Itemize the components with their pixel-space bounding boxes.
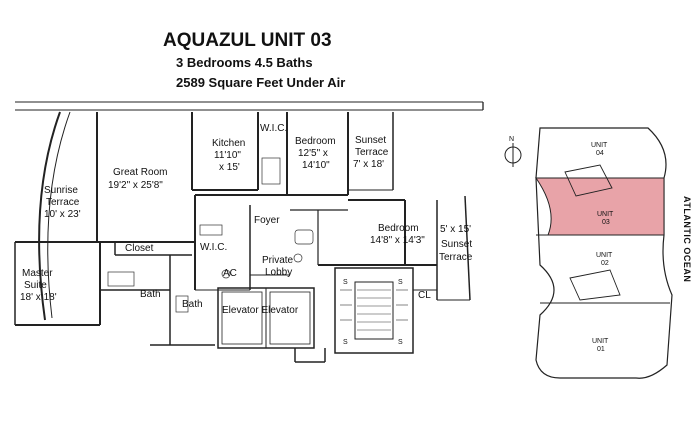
sunset-terrace-1-label: Sunset bbox=[355, 135, 386, 146]
wic-top-label: W.I.C. bbox=[260, 123, 287, 134]
elevator-label: Elevator Elevator bbox=[222, 305, 299, 316]
unit-03-highlight bbox=[535, 177, 665, 236]
unit-02-label: UNIT bbox=[596, 252, 613, 259]
bedroom-2-label: Bedroom bbox=[378, 223, 419, 234]
foyer-label: Foyer bbox=[254, 215, 280, 226]
great-room-size: 19'2" x 25'8" bbox=[108, 180, 163, 191]
sunset-terrace-2-label: Sunset bbox=[441, 239, 472, 250]
cl-label: CL bbox=[418, 290, 431, 301]
unit-03-number: 03 bbox=[602, 219, 610, 226]
sunset-terrace-1-size: 7' x 18' bbox=[353, 159, 384, 170]
north-label: N bbox=[509, 136, 514, 143]
bedroom-1-label: Bedroom bbox=[295, 136, 336, 147]
bedroom-1-size-1: 12'5" x bbox=[298, 148, 328, 159]
key-plan: N UNIT 04 UNIT 03 UNIT 02 UNIT 01 ATLANT… bbox=[504, 127, 692, 379]
bedrooms-baths-text: 3 Bedrooms 4.5 Baths bbox=[176, 55, 313, 70]
page-title: AQUAZUL UNIT 03 bbox=[163, 30, 332, 51]
stair-s-label-4: S bbox=[398, 339, 403, 346]
master-suite-label-2: Suite bbox=[24, 280, 47, 291]
closet-label: Closet bbox=[125, 243, 154, 254]
kitchen-size-2: x 15' bbox=[219, 162, 240, 173]
sunrise-terrace-label: Sunrise bbox=[44, 185, 78, 196]
unit-03-label: UNIT bbox=[597, 211, 614, 218]
bath-1-label: Bath bbox=[140, 289, 161, 300]
bedroom-1-size-2: 14'10" bbox=[302, 160, 330, 171]
unit-02-number: 02 bbox=[601, 260, 609, 267]
unit-04-label: UNIT bbox=[591, 142, 608, 149]
master-suite-label: Master bbox=[22, 268, 53, 279]
great-room-label: Great Room bbox=[113, 167, 167, 178]
stair-s-label-2: S bbox=[398, 279, 403, 286]
stair-s-label-1: S bbox=[343, 279, 348, 286]
sunrise-terrace-size: 10' x 23' bbox=[44, 209, 81, 220]
unit-01-label: UNIT bbox=[592, 338, 609, 345]
wic-mid-label: W.I.C. bbox=[200, 242, 227, 253]
unit-01-number: 01 bbox=[597, 346, 605, 353]
private-lobby-label: Private bbox=[262, 255, 294, 266]
unit-04-number: 04 bbox=[596, 150, 604, 157]
kitchen-label: Kitchen bbox=[212, 138, 245, 149]
bedroom-2-size: 14'8" x 14'3" bbox=[370, 235, 425, 246]
bath-2-label: Bath bbox=[182, 299, 203, 310]
master-suite-size: 18' x 18' bbox=[20, 292, 57, 303]
ac-label: AC bbox=[223, 268, 237, 279]
private-lobby-label-2: Lobby bbox=[265, 267, 292, 278]
sunrise-terrace-label-2: Terrace bbox=[46, 197, 80, 208]
sunset-terrace-1-label-2: Terrace bbox=[355, 147, 389, 158]
kitchen-size-1: 11'10" bbox=[214, 150, 241, 161]
square-feet-text: 2589 Square Feet Under Air bbox=[176, 75, 346, 90]
stair-treads bbox=[340, 289, 408, 331]
bath-fixtures bbox=[107, 157, 314, 313]
ocean-label: ATLANTIC OCEAN bbox=[682, 196, 692, 282]
sunset-terrace-2-label-2: Terrace bbox=[439, 252, 473, 263]
stair-s-label-3: S bbox=[343, 339, 348, 346]
sunset-terrace-2-size: 5' x 15' bbox=[440, 224, 471, 235]
floor-plan-walls bbox=[14, 101, 484, 363]
